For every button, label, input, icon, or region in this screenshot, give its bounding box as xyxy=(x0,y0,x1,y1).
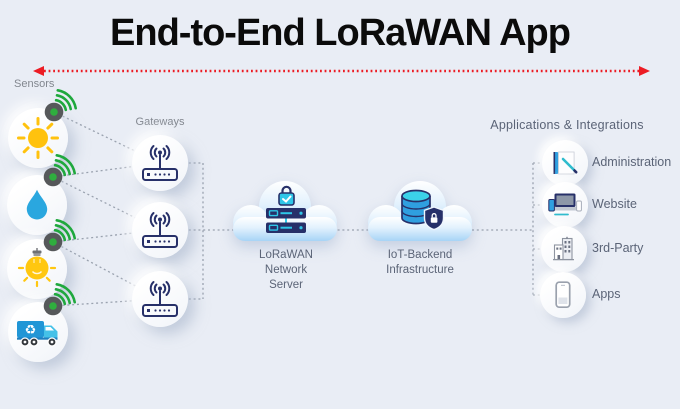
third-party-icon xyxy=(553,236,574,261)
end-to-end-arrow xyxy=(33,66,650,76)
router-icon xyxy=(142,281,178,317)
signal-waves-icon xyxy=(54,89,77,112)
app-node-apps xyxy=(540,272,586,318)
light-bulb-icon xyxy=(17,248,57,288)
recycle-glyph: ♻ xyxy=(25,323,37,338)
app-node-administration xyxy=(542,140,588,186)
iot-backend-cloud-label: IoT-Backend Infrastructure xyxy=(386,249,454,276)
secure-server-icon xyxy=(266,185,306,233)
app-label-website: Website xyxy=(592,197,637,211)
smartphone-icon xyxy=(554,281,571,309)
administration-icon xyxy=(553,151,578,175)
applications-header: Applications & Integrations xyxy=(490,118,644,132)
gateway-node-2 xyxy=(132,202,188,258)
gateway-node-1 xyxy=(132,135,188,191)
signal-waves-icon xyxy=(53,219,76,242)
router-icon xyxy=(142,145,178,181)
signal-waves-icon xyxy=(53,283,76,306)
signal-waves-icon xyxy=(53,154,76,177)
wireless-sensor-badge xyxy=(44,89,77,122)
database-shield-icon xyxy=(401,189,445,231)
app-label-third-party: 3rd-Party xyxy=(592,241,644,255)
wireless-sensor-badge xyxy=(43,219,76,252)
website-icon xyxy=(548,193,582,216)
app-label-apps: Apps xyxy=(592,287,621,301)
water-drop-icon xyxy=(26,189,48,220)
page-title: End-to-End LoRaWAN App xyxy=(110,12,571,54)
wireless-sensor-badge xyxy=(43,154,76,187)
router-icon xyxy=(142,212,178,248)
lorawan-cloud-label: LoRaWAN Network Server xyxy=(259,249,313,291)
garbage-truck-icon: ♻ xyxy=(17,320,58,347)
app-node-third-party xyxy=(541,226,587,272)
app-label-administration: Administration xyxy=(592,155,672,169)
gateway-node-3 xyxy=(132,271,188,327)
wireless-sensor-badge xyxy=(43,283,76,316)
sun-icon xyxy=(17,117,59,159)
gateways-label: Gateways xyxy=(135,116,185,128)
sensors-label: Sensors xyxy=(14,78,55,90)
app-node-website xyxy=(542,182,588,228)
